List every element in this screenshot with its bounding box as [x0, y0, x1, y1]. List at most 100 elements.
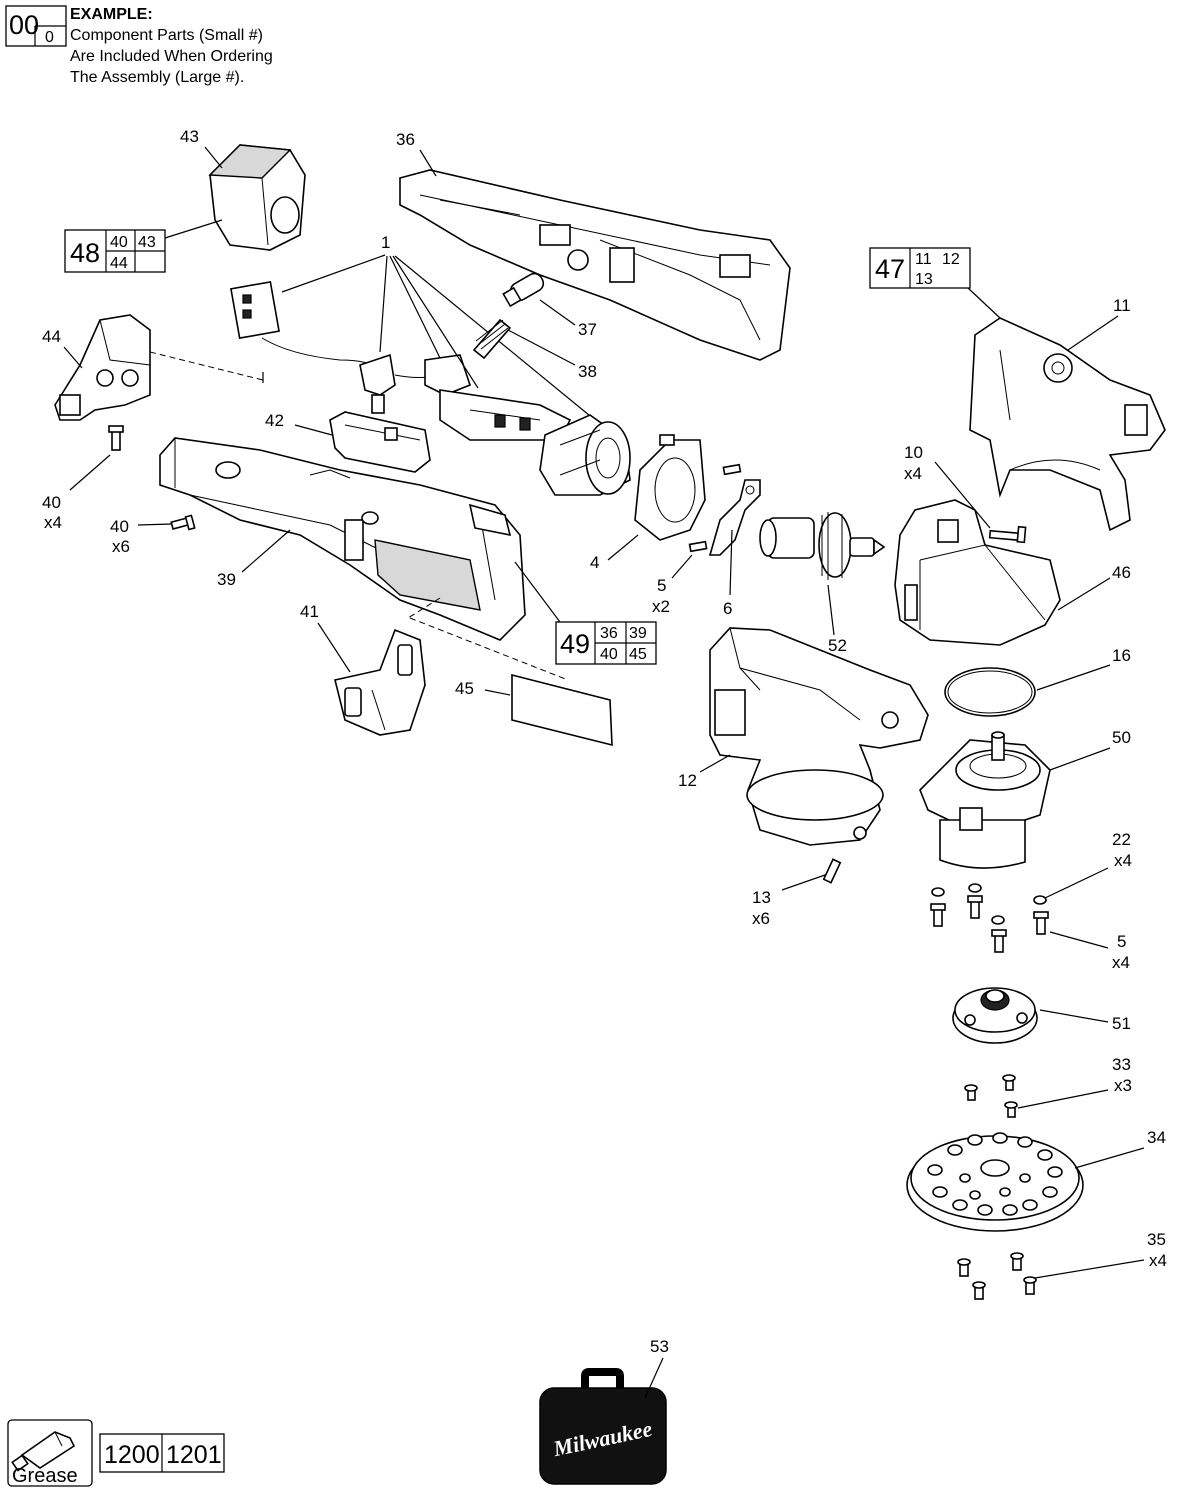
assembly-49-number: 49: [560, 629, 590, 659]
callout-5-b-qty: x4: [1112, 953, 1130, 972]
example-legend: 00 0 EXAMPLE: Component Parts (Small #) …: [5, 5, 273, 86]
part-35-screws: [957, 1252, 1037, 1300]
part-44-handle-bracket: [54, 314, 151, 421]
pad-hole: [1017, 1136, 1033, 1148]
callout-40-a-qty: x4: [44, 513, 62, 532]
part-11-gear-housing-half: [969, 317, 1166, 532]
grease-label: Grease: [12, 1465, 78, 1487]
assembly-48-part-2: 43: [138, 234, 156, 251]
motor-stator: [539, 414, 631, 496]
callout-53: 53: [650, 1337, 669, 1356]
part-6-bracket: [708, 479, 761, 556]
part-45-label: [511, 673, 613, 747]
part-12-gear-housing: [709, 627, 929, 846]
grease-code-1: 1200: [104, 1441, 160, 1469]
callout-13-qty: x6: [752, 909, 770, 928]
part-46-gear-case: [894, 499, 1061, 646]
assembly-47-part-3: 13: [915, 271, 933, 288]
assembly-48-part-1: 40: [110, 234, 128, 251]
part-13-screw: [822, 858, 842, 884]
callout-44: 44: [42, 327, 61, 346]
part-42-switch-cover: [329, 411, 431, 473]
callout-22-qty: x4: [1114, 851, 1132, 870]
pad-hole: [952, 1199, 968, 1211]
pad-hole: [980, 1159, 1010, 1177]
assembly-48-number: 48: [70, 238, 100, 268]
callout-45: 45: [455, 679, 474, 698]
example-title: EXAMPLE:: [70, 6, 153, 23]
part-10-screw: [988, 525, 1027, 544]
callout-36: 36: [396, 130, 415, 149]
callout-33: 33: [1112, 1055, 1131, 1074]
callout-35-qty: x4: [1149, 1251, 1167, 1270]
part-16-o-ring: [944, 667, 1036, 717]
pad-hole: [967, 1134, 983, 1146]
callout-35: 35: [1147, 1230, 1166, 1249]
assembly-49-part-1: 36: [600, 625, 618, 642]
assembly-48-part-3: 44: [110, 255, 128, 272]
part-36-housing-half: [399, 169, 791, 361]
callout-40-b-qty: x6: [112, 537, 130, 556]
callout-10: 10: [904, 443, 923, 462]
callout-33-qty: x3: [1114, 1076, 1132, 1095]
part-5-screw-a: [688, 463, 742, 553]
callout-42: 42: [265, 411, 284, 430]
callout-11: 11: [1113, 296, 1131, 315]
callout-5-a: 5: [657, 576, 666, 595]
callout-50: 50: [1112, 728, 1131, 747]
callout-16: 16: [1112, 646, 1131, 665]
part-40-screw-b: [170, 514, 196, 531]
callout-13: 13: [752, 888, 771, 907]
callout-43: 43: [180, 127, 199, 146]
pad-hole: [977, 1204, 993, 1216]
grease-legend: Grease 1200 1201: [7, 1419, 225, 1487]
assembly-49-part-4: 45: [629, 646, 647, 663]
assembly-47-number: 47: [875, 254, 905, 284]
assembly-47-part-2: 12: [942, 251, 960, 268]
part-41-grip-band: [334, 628, 426, 736]
pad-hole: [992, 1132, 1008, 1144]
part-51-counterweight: [952, 987, 1038, 1044]
callout-37: 37: [578, 320, 597, 339]
part-50-bearing-assembly: [919, 731, 1051, 869]
callout-22: 22: [1112, 830, 1131, 849]
callout-51: 51: [1112, 1014, 1131, 1033]
callout-39: 39: [217, 570, 236, 589]
callout-41: 41: [300, 602, 319, 621]
pad-hole: [927, 1164, 943, 1176]
callout-4: 4: [590, 553, 599, 572]
callout-40-a: 40: [42, 493, 61, 512]
pad-hole: [1002, 1204, 1018, 1216]
callout-52: 52: [828, 636, 847, 655]
callout-40-b: 40: [110, 517, 129, 536]
callout-5-b: 5: [1117, 932, 1126, 951]
part-40-screw-a: [108, 425, 124, 451]
example-small-number: 0: [45, 29, 54, 46]
callout-12: 12: [678, 771, 697, 790]
callout-5-a-qty: x2: [652, 597, 670, 616]
part-4-baffle: [634, 434, 706, 541]
assembly-47-part-1: 11: [915, 251, 932, 268]
pad-hole: [1037, 1149, 1053, 1161]
grease-tube-icon: [11, 1431, 76, 1472]
pad-hole: [1019, 1173, 1031, 1183]
example-line-2: Are Included When Ordering: [70, 48, 273, 65]
callout-6: 6: [723, 599, 732, 618]
example-big-number: 00: [9, 10, 39, 40]
pad-hole: [947, 1144, 963, 1156]
part-52-spindle: [759, 512, 886, 580]
part-38-spring: [472, 318, 512, 360]
assembly-box-49: 49 36 39 40 45: [514, 561, 657, 665]
assembly-box-47: 47 11 12 13: [869, 247, 1001, 319]
assembly-box-48: 48 40 43 44: [64, 219, 223, 273]
pad-hole: [932, 1186, 948, 1198]
pad-hole: [959, 1173, 971, 1183]
assembly-49-part-2: 39: [629, 625, 647, 642]
callout-1: 1: [381, 233, 390, 252]
pad-hole: [1042, 1186, 1058, 1198]
pad-hole: [969, 1190, 981, 1200]
callout-10-qty: x4: [904, 464, 922, 483]
part-5-screws-b: [930, 895, 1049, 953]
example-line-1: Component Parts (Small #): [70, 27, 263, 44]
